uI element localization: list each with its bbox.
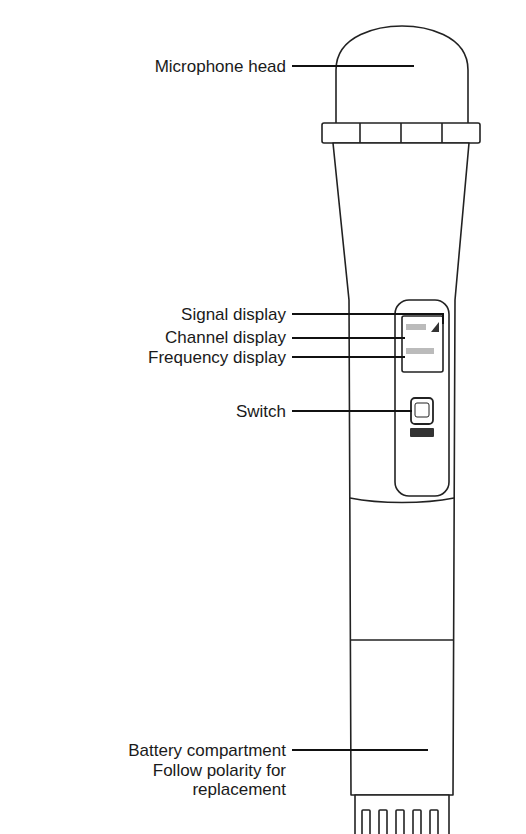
part-label: Channel display: [86, 328, 286, 347]
head-band: [322, 123, 480, 143]
handle-joint: [350, 498, 454, 503]
grille-slot: [379, 810, 387, 834]
part-note: Follow polarity for replacement: [116, 761, 286, 799]
part-label: Battery compartment: [46, 741, 286, 760]
part-label: Signal display: [86, 305, 286, 324]
part-label: Switch: [86, 402, 286, 421]
part-label: Microphone head: [86, 57, 286, 76]
part-label: Frequency display: [86, 348, 286, 367]
battery-joint: [351, 639, 453, 641]
lcd-screen: [402, 316, 443, 372]
grille-slot: [396, 810, 404, 834]
power-switch: [411, 398, 433, 424]
grille-slot: [430, 810, 438, 834]
microphone-handle: [333, 143, 469, 795]
bottom-grille: [355, 795, 449, 834]
grille-slot: [413, 810, 421, 834]
display-panel: [395, 300, 449, 496]
leader-lines: [292, 66, 443, 750]
microphone-head: [336, 26, 468, 124]
grille-slot: [362, 810, 370, 834]
